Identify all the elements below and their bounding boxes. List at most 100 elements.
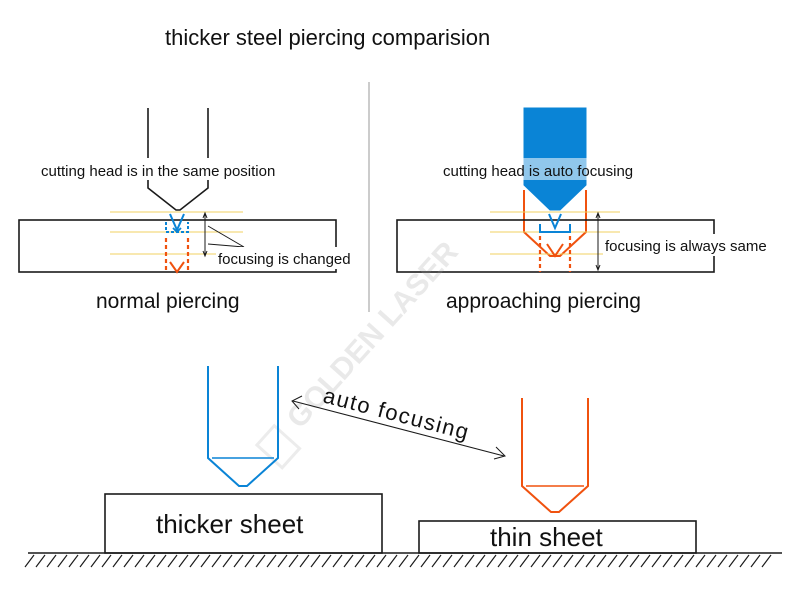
ground-hatch-mark bbox=[167, 554, 178, 568]
ground-hatch-mark bbox=[233, 554, 244, 568]
focus-cone-blue-left bbox=[169, 213, 185, 233]
diagram-title: thicker steel piercing comparision bbox=[165, 25, 490, 50]
ground-hatch-mark bbox=[354, 554, 365, 568]
orange-nozzle-outer bbox=[521, 398, 589, 513]
ground-hatch-mark bbox=[431, 554, 442, 568]
ground-hatch-mark bbox=[728, 554, 739, 568]
focus-note-bg-right bbox=[603, 234, 789, 256]
ground-hatch-mark bbox=[68, 554, 79, 568]
ground-hatch-mark bbox=[607, 554, 618, 568]
auto-focus-arrow-head-right bbox=[493, 446, 506, 460]
ground-hatch-mark bbox=[442, 554, 453, 568]
ground-hatch-mark bbox=[57, 554, 68, 568]
note-bg-right bbox=[440, 158, 672, 180]
focus-note-bg-left bbox=[216, 247, 364, 269]
beam-lower-right bbox=[538, 236, 572, 272]
thin-sheet-label: thin sheet bbox=[490, 522, 604, 552]
ground-hatch-mark bbox=[629, 554, 640, 568]
blue-nozzle-outer bbox=[207, 366, 279, 487]
ground-hatch-mark bbox=[563, 554, 574, 568]
watermark-logo bbox=[254, 423, 302, 470]
leader-line-left-2 bbox=[207, 243, 245, 248]
ground-hatch-mark bbox=[420, 554, 431, 568]
ground-hatch-mark bbox=[673, 554, 684, 568]
ground-hatch-mark bbox=[365, 554, 376, 568]
ground-hatch-mark bbox=[574, 554, 585, 568]
ground-hatch-mark bbox=[156, 554, 167, 568]
beam-lower-left bbox=[164, 238, 190, 272]
ground-hatch-mark bbox=[651, 554, 662, 568]
right-focus-note: focusing is always same bbox=[605, 238, 767, 255]
normal-piercing-panel: cutting head is in the same position foc… bbox=[18, 108, 364, 313]
ground-hatch-mark bbox=[178, 554, 189, 568]
ground-hatch-mark bbox=[409, 554, 420, 568]
ground-hatch-mark bbox=[35, 554, 46, 568]
ground-hatch-mark bbox=[332, 554, 343, 568]
beam-upper-right bbox=[539, 224, 571, 233]
ground-hatch-mark bbox=[321, 554, 332, 568]
ground-hatch-mark bbox=[79, 554, 90, 568]
focus-cone-orange-right bbox=[546, 243, 564, 258]
focus-arrow-blue-left bbox=[172, 227, 182, 234]
ground-hatch-mark bbox=[585, 554, 596, 568]
ground-hatch-mark bbox=[244, 554, 255, 568]
ground-hatch-mark bbox=[453, 554, 464, 568]
left-focus-note: focusing is changed bbox=[218, 251, 351, 268]
ground-hatch-mark bbox=[134, 554, 145, 568]
ground-hatch-mark bbox=[343, 554, 354, 568]
ground-hatch-mark bbox=[101, 554, 112, 568]
approaching-piercing-panel: cutting head is auto focusing focusing i… bbox=[396, 107, 789, 313]
ground-hatch-mark bbox=[24, 554, 35, 568]
leader-line-left-1 bbox=[207, 225, 245, 248]
ground-hatch-mark bbox=[398, 554, 409, 568]
left-caption: normal piercing bbox=[96, 290, 240, 313]
ground-hatch-mark bbox=[123, 554, 134, 568]
ground-hatch-mark bbox=[497, 554, 508, 568]
dimension-arrow-bottom-right bbox=[595, 264, 601, 272]
ground-hatch-mark bbox=[519, 554, 530, 568]
ground-hatch-mark bbox=[299, 554, 310, 568]
ground-hatch-mark bbox=[530, 554, 541, 568]
thicker-sheet-label: thicker sheet bbox=[156, 509, 304, 539]
dimension-arrow-top-right bbox=[595, 211, 601, 219]
ground-hatch-mark bbox=[288, 554, 299, 568]
ground-hatch-mark bbox=[475, 554, 486, 568]
ground-hatch-mark bbox=[541, 554, 552, 568]
auto-focus-arrow-line bbox=[292, 400, 505, 457]
ground-hatch-mark bbox=[46, 554, 57, 568]
thicker-sheet bbox=[104, 493, 383, 554]
ground-hatch-mark bbox=[739, 554, 750, 568]
ground-hatch-mark bbox=[552, 554, 563, 568]
ground-hatch-mark bbox=[211, 554, 222, 568]
left-head-note: cutting head is in the same position bbox=[41, 163, 275, 180]
auto-focus-arrow-head-left bbox=[291, 395, 303, 410]
ground-hatch-mark bbox=[618, 554, 629, 568]
ground-hatch-mark bbox=[695, 554, 706, 568]
right-head-note: cutting head is auto focusing bbox=[443, 163, 633, 180]
right-caption: approaching piercing bbox=[446, 290, 641, 313]
ground-hatch-mark bbox=[640, 554, 651, 568]
ground-hatch-mark bbox=[376, 554, 387, 568]
note-bg-left bbox=[38, 158, 326, 180]
ground-hatch-mark bbox=[189, 554, 200, 568]
ground-hatch-mark bbox=[717, 554, 728, 568]
ground-hatch-mark bbox=[464, 554, 475, 568]
ground-hatch-mark bbox=[90, 554, 101, 568]
ground-hatch-mark bbox=[387, 554, 398, 568]
ground-hatch-mark bbox=[310, 554, 321, 568]
ground-hatch-mark bbox=[684, 554, 695, 568]
focus-cone-blue-right bbox=[548, 213, 562, 231]
dimension-arrow-top-left bbox=[202, 211, 208, 219]
ground-hatch-mark bbox=[277, 554, 288, 568]
auto-focus-comparison: auto focusing thicker sheet thin sheet bbox=[24, 366, 782, 568]
ground-hatch-mark bbox=[486, 554, 497, 568]
ground-hatch-mark bbox=[596, 554, 607, 568]
ground-hatch-mark bbox=[508, 554, 519, 568]
ground-hatching bbox=[24, 554, 772, 568]
ground-hatch-mark bbox=[761, 554, 772, 568]
ground-hatch-mark bbox=[266, 554, 277, 568]
focus-cone-orange-left bbox=[169, 261, 185, 274]
ground-hatch-mark bbox=[706, 554, 717, 568]
